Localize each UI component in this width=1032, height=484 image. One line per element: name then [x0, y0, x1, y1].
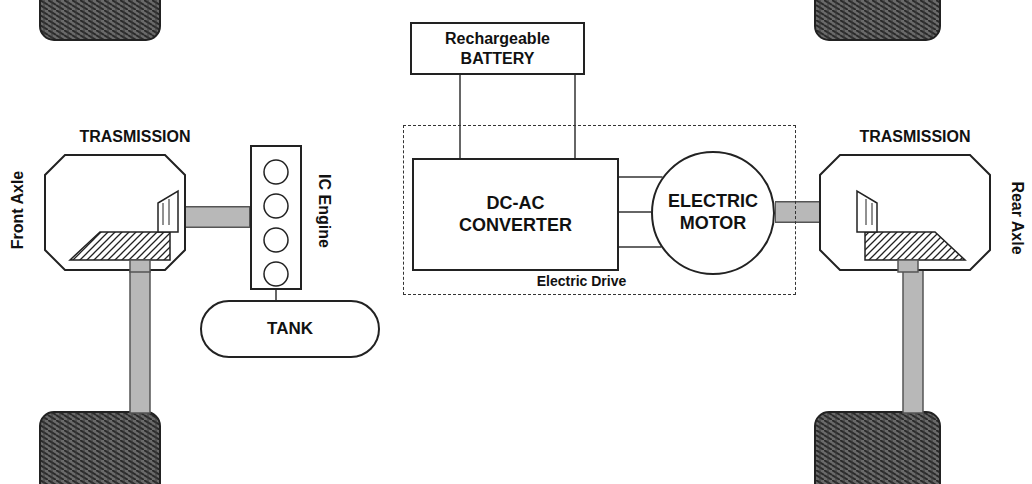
housing-outline [45, 155, 185, 270]
pinion-gear [158, 191, 178, 232]
node-label: DC-AC CONVERTER [446, 193, 586, 236]
node-label: ELECTRIC MOTOR [663, 191, 763, 234]
front-axle-shaft [130, 268, 150, 413]
converter-box: DC-AC CONVERTER [412, 158, 619, 271]
node-label: TRASMISSION [40, 128, 230, 146]
pinion-gear [857, 191, 877, 232]
connection-wire [460, 75, 461, 158]
tire [815, 0, 940, 40]
connection-wire [619, 247, 661, 248]
axle-label: Front Axle [9, 171, 27, 250]
connection-wire [619, 212, 651, 213]
connection-wire [575, 75, 576, 158]
motor-circle: ELECTRIC MOTOR [651, 151, 775, 275]
rear-axle-shaft [903, 268, 923, 413]
transmission-box: TRASMISSION [40, 128, 230, 273]
node-label: TANK [267, 319, 313, 339]
connection-wire [619, 177, 663, 178]
electric-drive-group: Electric Drive DC-AC CONVERTER ELECTRIC MO… [403, 125, 796, 295]
cylinder-symbols [252, 147, 300, 288]
transmission-box: TRASMISSION [815, 128, 1015, 273]
axle-label: Rear Axle [1008, 181, 1026, 254]
housing-outline [820, 155, 990, 270]
transmission-housing [820, 155, 990, 270]
node-label: IC Engine [315, 174, 333, 248]
tire [40, 0, 160, 40]
ring-gear [865, 232, 965, 260]
connection-wire [276, 290, 277, 300]
node-label: TRASMISSION [815, 128, 1015, 146]
battery-box: Rechargeable BATTERY [410, 22, 585, 75]
tire [815, 412, 940, 484]
node-label: Rechargeable BATTERY [428, 29, 568, 67]
tire [40, 412, 160, 484]
node-label: Electric Drive [404, 273, 759, 289]
ring-gear [70, 232, 170, 260]
fuel-tank: TANK [200, 300, 380, 358]
engine-body [250, 145, 302, 290]
drive-shaft [185, 217, 250, 218]
engine-block: IC Engine [250, 145, 340, 290]
drive-shaft [775, 212, 820, 213]
transmission-housing [45, 155, 185, 270]
